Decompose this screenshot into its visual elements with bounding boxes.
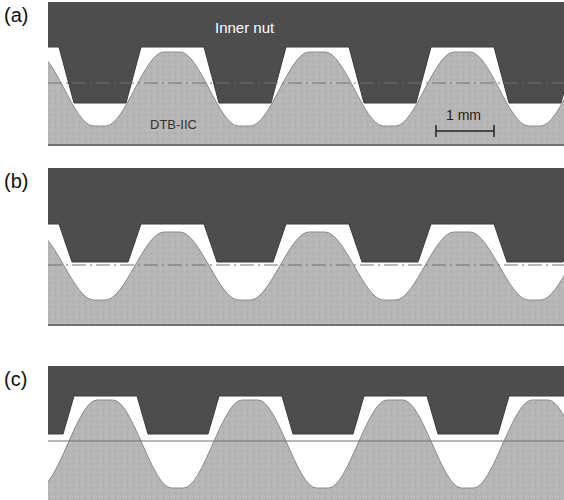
center-line (48, 83, 564, 84)
inner-nut (48, 366, 564, 434)
dimension: 1 mm (446, 108, 481, 123)
inner-nut (48, 2, 564, 103)
thread-panel (48, 168, 564, 326)
panel-label: (b) (4, 170, 28, 192)
center-line (48, 441, 564, 442)
part-name: Inner nut (215, 20, 274, 37)
panel-label: (c) (4, 368, 27, 390)
bolt-edge (48, 324, 564, 326)
center-line (48, 265, 564, 266)
part-name: DTB-IIC (150, 118, 197, 132)
scale-bar (436, 125, 494, 137)
inner-nut (48, 168, 564, 262)
thread-panel (48, 2, 564, 146)
bolt-edge (48, 144, 564, 146)
panel-label: (a) (4, 4, 28, 26)
thread-panel (48, 366, 564, 500)
